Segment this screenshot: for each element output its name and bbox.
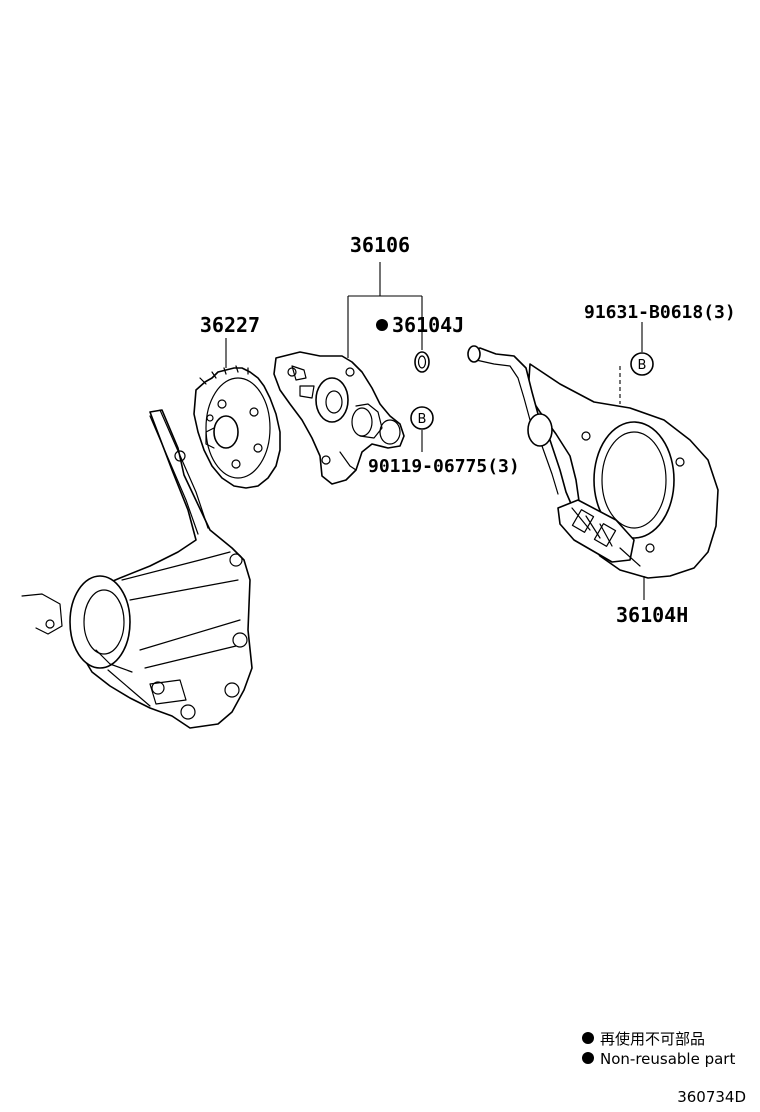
legend-line-jp: 再使用不可部品 (600, 1030, 705, 1048)
cover-assembly-36104h (467, 345, 719, 579)
illustration-code: 360734D (677, 1088, 746, 1106)
part-label-36104j: 36104J (392, 313, 464, 337)
callout-b-circle-cover: B (630, 352, 654, 376)
part-label-36104h: 36104H (616, 603, 688, 627)
pump-assembly-36106 (273, 351, 405, 485)
part-label-90119: 90119-06775(3) (368, 456, 520, 477)
legend-dot-icon (582, 1032, 594, 1044)
legend-line-en: Non-reusable part (600, 1050, 735, 1068)
drive-gear-36227 (193, 365, 281, 489)
non-reusable-dot-icon (376, 319, 388, 331)
legend: 再使用不可部品 Non-reusable part (582, 1030, 735, 1068)
part-label-91631: 91631-B0618(3) (584, 302, 736, 323)
part-label-36227: 36227 (200, 313, 260, 337)
callout-b-label: B (638, 358, 647, 373)
callout-b-label: B (418, 412, 427, 427)
legend-dot-icon (582, 1052, 594, 1064)
o-ring-36104j (414, 351, 430, 373)
transfer-case-housing (21, 409, 253, 729)
leader-lines (225, 262, 645, 600)
part-label-36106: 36106 (350, 233, 410, 257)
callout-b-circle-bolt: B (410, 406, 434, 430)
